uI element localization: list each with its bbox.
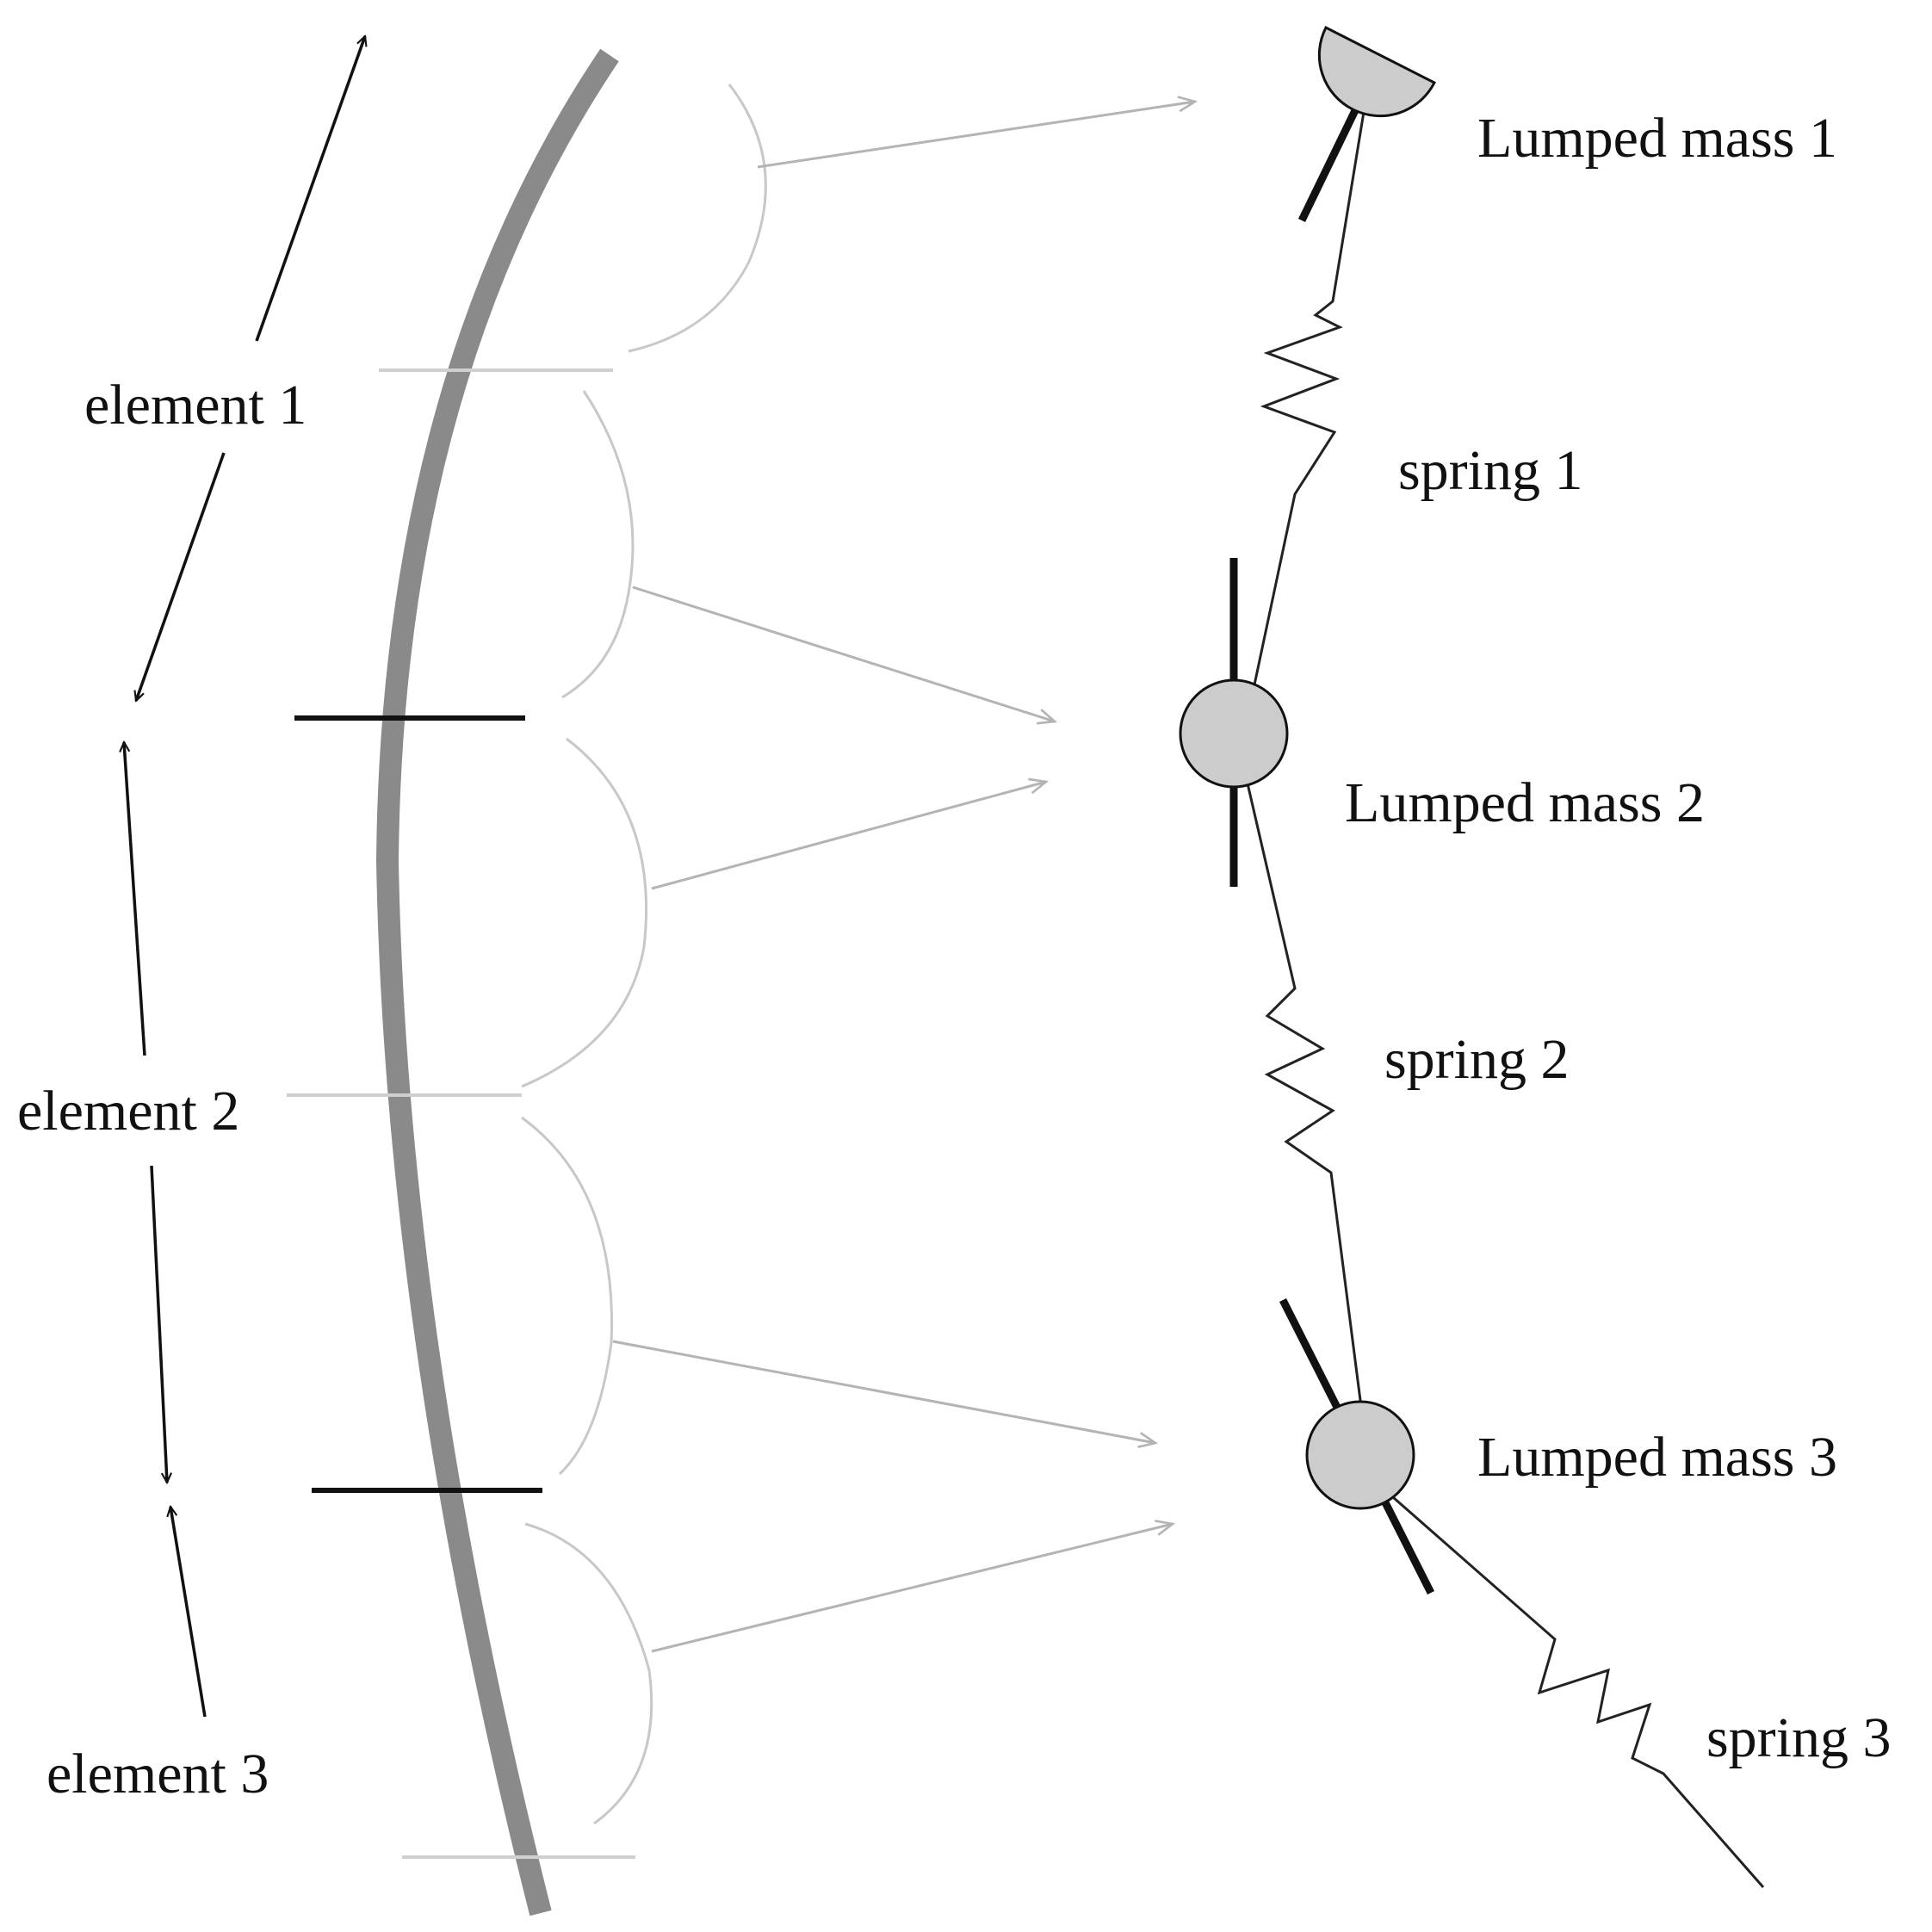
- element-2-arrow-down: [150, 1165, 167, 1483]
- mapping-arrow-2: [632, 585, 1055, 721]
- bracket-5: [524, 1522, 653, 1825]
- beam: [375, 48, 619, 1917]
- bracket-1: [628, 84, 767, 353]
- lumped-mass-3: [1305, 1400, 1415, 1510]
- bracket-4: [521, 1116, 614, 1476]
- element-1-label: element 1: [84, 374, 307, 437]
- lumped-mass-1-label: Lumped mass 1: [1477, 107, 1837, 170]
- lumped-mass-1: [1317, 25, 1437, 118]
- bracket-2: [561, 390, 635, 699]
- lumped-mass-2: [1179, 678, 1289, 789]
- element-2-label: element 2: [17, 1080, 239, 1142]
- bracket-3: [521, 737, 647, 1088]
- lumped-mass-3-label: Lumped mass 3: [1477, 1426, 1837, 1489]
- mapping-arrow-5: [651, 1524, 1173, 1653]
- mapping-arrow-4: [612, 1340, 1155, 1443]
- spring-2: [1246, 783, 1364, 1415]
- element-1-arrow-down: [136, 452, 226, 701]
- mapping-arrow-1: [757, 102, 1195, 169]
- element-3-label: element 3: [46, 1743, 269, 1805]
- spring-1: [1252, 111, 1365, 690]
- element-3-arrow-up: [170, 1507, 207, 1718]
- mass-1-tick: [1297, 102, 1363, 222]
- element-2-arrow-up: [124, 742, 146, 1056]
- spring-3-label: spring 3: [1706, 1706, 1892, 1769]
- element-1-arrow-up: [255, 36, 365, 342]
- lumped-mass-2-label: Lumped mass 2: [1345, 771, 1705, 834]
- spring-2-label: spring 2: [1384, 1028, 1570, 1091]
- spring-3: [1372, 1477, 1765, 1888]
- mapping-arrow-3: [651, 782, 1046, 890]
- spring-1-label: spring 1: [1398, 439, 1583, 502]
